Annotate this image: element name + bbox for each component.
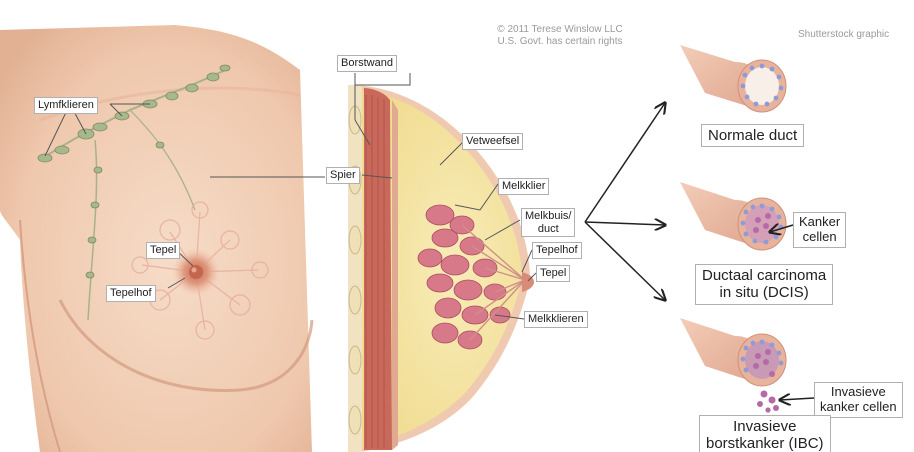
copyright-credit: © 2011 Terese Winslow LLC U.S. Govt. has… [487,24,633,48]
front-torso [0,25,312,452]
label-invasive-cells-line-1: Invasieve [820,385,897,400]
label-milk-duct: Melkbuis/ duct [521,208,575,237]
copyright-line-2: U.S. Govt. has certain rights [487,36,633,48]
label-ibc: Invasieve borstkanker (IBC) [699,415,831,452]
label-invasive-cells-line-2: kanker cellen [820,400,897,415]
label-chest-wall: Borstwand [337,55,397,72]
label-milk-gland: Melkklier [498,178,549,195]
label-fat-tissue: Vetweefsel [462,133,523,150]
label-dcis: Ductaal carcinoma in situ (DCIS) [695,264,833,305]
label-front-areola: Tepelhof [106,285,156,302]
label-invasive-cancer-cells: Invasieve kanker cellen [814,382,903,418]
duct-tubes [680,45,786,413]
label-milk-duct-line-2: duct [525,223,571,236]
label-ibc-line-2: borstkanker (IBC) [706,435,824,452]
label-cancer-cells-line-1: Kanker [799,215,840,230]
copyright-line-1: © 2011 Terese Winslow LLC [487,24,633,36]
label-milk-duct-line-1: Melkbuis/ [525,210,571,223]
label-cancer-cells: Kanker cellen [793,212,846,248]
label-dcis-line-1: Ductaal carcinoma [702,267,826,284]
label-dcis-line-2: in situ (DCIS) [702,284,826,301]
label-front-nipple: Tepel [146,242,180,259]
label-section-areola: Tepelhof [532,242,582,259]
label-cancer-cells-line-2: cellen [799,230,840,245]
label-muscle: Spier [326,167,360,184]
label-lymph-nodes: Lymfklieren [34,97,98,114]
label-section-nipple: Tepel [536,265,570,282]
label-ibc-line-1: Invasieve [706,418,824,435]
label-normal-duct: Normale duct [701,124,804,147]
shutterstock-credit: Shutterstock graphic [798,29,889,41]
label-milk-glands: Melkklieren [524,311,588,328]
